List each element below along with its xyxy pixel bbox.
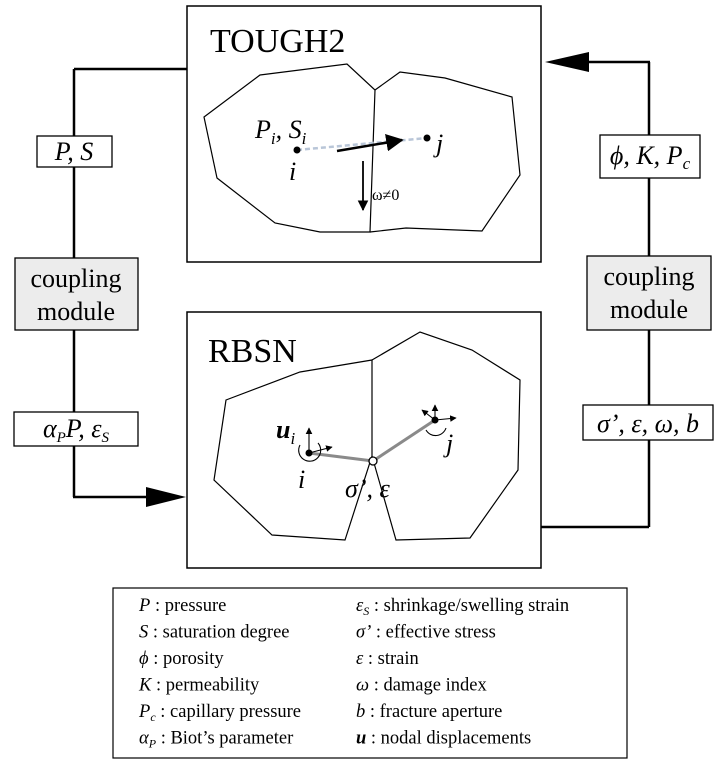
legend-left-item: αP : Biot’s parameter (139, 729, 293, 751)
tough2-state-label: Pi, Si (254, 115, 307, 148)
flux-arrow (336, 134, 404, 153)
right-coupling-path: ϕ, K, Pc coupling module σ’, ε, ω, b (541, 52, 714, 529)
omega-label: ω≠0 (372, 187, 399, 204)
left-top-label: P, S (54, 137, 94, 166)
rbsn-title: RBSN (208, 333, 297, 370)
rbsn-element-link-2 (372, 418, 436, 463)
displacement-label: ui (276, 415, 295, 448)
legend-box (112, 587, 628, 759)
rbsn-node-j-axes (421, 404, 457, 437)
tough2-cell-right (369, 71, 521, 233)
right-arrowhead (545, 52, 589, 72)
tough2-title: TOUGH2 (210, 23, 345, 60)
rbsn-node-i-label: i (298, 465, 305, 494)
rbsn-cell-right (371, 331, 521, 541)
legend-left-item: K : permeability (138, 676, 260, 696)
right-coupling-label-line2: module (610, 295, 688, 324)
right-top-label-box (599, 134, 701, 179)
legend-left-item: ϕ : porosity (139, 649, 224, 669)
legend: P : pressure S : saturation degree ϕ : por… (112, 587, 628, 759)
rbsn-box: RBSN ui i j σ’, ε (186, 311, 542, 569)
left-bottom-label-box (13, 411, 139, 447)
legend-left-item: Pc : capillary pressure (138, 702, 301, 724)
rbsn-node-j-label: j (443, 429, 453, 458)
rbsn-contact-point (368, 456, 378, 466)
left-top-label-box (36, 135, 113, 168)
left-arrowhead (146, 487, 186, 507)
legend-right-item: u : nodal displacements (356, 729, 531, 749)
legend-left-column: P : pressure S : saturation degree ϕ : por… (138, 596, 301, 751)
legend-right-item: ω : damage index (356, 676, 487, 696)
right-bottom-label-box (582, 404, 714, 441)
rbsn-node-i-axes (298, 427, 333, 462)
left-coupling-label-line1: coupling (31, 264, 122, 293)
tough2-box: TOUGH2 Pi, Si i j ω≠0 (186, 5, 542, 263)
right-top-label: ϕ, K, Pc (610, 141, 691, 173)
right-coupling-module (586, 255, 712, 331)
tough2-cell-left (203, 63, 376, 233)
legend-right-item: εS : shrinkage/swelling strain (356, 596, 569, 618)
tough2-node-i-label: i (289, 157, 296, 186)
rbsn-cell-left (213, 359, 373, 541)
tough2-node-j-label: j (433, 129, 443, 158)
left-coupling-label-line2: module (37, 297, 115, 326)
legend-left-item: S : saturation degree (139, 623, 290, 643)
right-bottom-label: σ’, ε, ω, b (597, 409, 699, 438)
right-coupling-label-line1: coupling (604, 262, 695, 291)
left-coupling-module (14, 257, 139, 331)
legend-right-column: εS : shrinkage/swelling strain σ’ : effec… (356, 596, 569, 749)
tough2-node-j (423, 134, 431, 142)
legend-right-item: b : fracture aperture (356, 702, 502, 722)
legend-right-item: ε : strain (356, 649, 419, 669)
legend-left-item: P : pressure (138, 596, 226, 616)
tough2-node-link (296, 136, 428, 152)
tough2-node-i (293, 146, 301, 154)
left-coupling-path: P, S coupling module αPP, εS (13, 67, 187, 507)
legend-right-item: σ’ : effective stress (356, 623, 496, 643)
stress-strain-label: σ’, ε (345, 474, 390, 503)
left-bottom-label: αPP, εS (43, 414, 110, 446)
